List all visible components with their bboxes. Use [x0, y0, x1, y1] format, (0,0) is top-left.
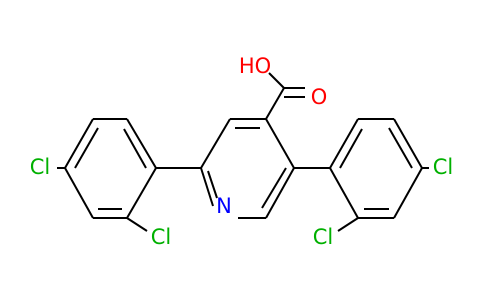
cl-left-ortho-label: Cl — [151, 225, 172, 249]
bond-right-ring-6 — [329, 167, 359, 219]
bond-left-ring-1-inner — [123, 128, 147, 169]
bond-c4-carboxyl — [265, 87, 285, 120]
hydroxyl-oxygen-label: HO — [239, 54, 271, 78]
bond-c5-c6 — [265, 167, 295, 219]
atom-label-layer: HO O N Cl Cl Cl Cl — [30, 54, 454, 249]
bond-right-ring-4 — [393, 167, 423, 219]
cl-right-para-label: Cl — [433, 155, 454, 179]
bond-layer — [57, 72, 429, 232]
bond-right-ring-3-inner — [388, 127, 413, 169]
bond-n1-c2 — [200, 167, 214, 207]
bond-left-ring-cl-ortho — [126, 217, 148, 232]
bond-c2-c3 — [200, 118, 231, 169]
bond-right-ring-cl-ortho — [337, 217, 359, 232]
bond-carboxyl-oh — [268, 72, 285, 89]
bond-right-ring-3 — [393, 118, 423, 169]
bond-right-ring-1-inner — [339, 128, 363, 169]
cl-right-ortho-label: Cl — [313, 225, 334, 249]
pyridine-nitrogen-label: N — [216, 194, 232, 218]
bond-left-ring-1 — [126, 118, 157, 169]
bond-right-ring-1 — [329, 118, 359, 169]
bond-left-ring-6 — [126, 167, 157, 219]
bond-left-ring-3-inner — [74, 127, 99, 169]
bond-left-ring-3 — [64, 118, 94, 169]
bond-c4-c5 — [265, 118, 295, 169]
bond-n1-c2-inner — [207, 170, 218, 199]
bond-c5-c6-inner — [261, 167, 287, 209]
cl-left-para-label: Cl — [30, 155, 51, 179]
bond-left-ring-4 — [64, 167, 94, 219]
carbonyl-oxygen-label: O — [311, 85, 328, 109]
